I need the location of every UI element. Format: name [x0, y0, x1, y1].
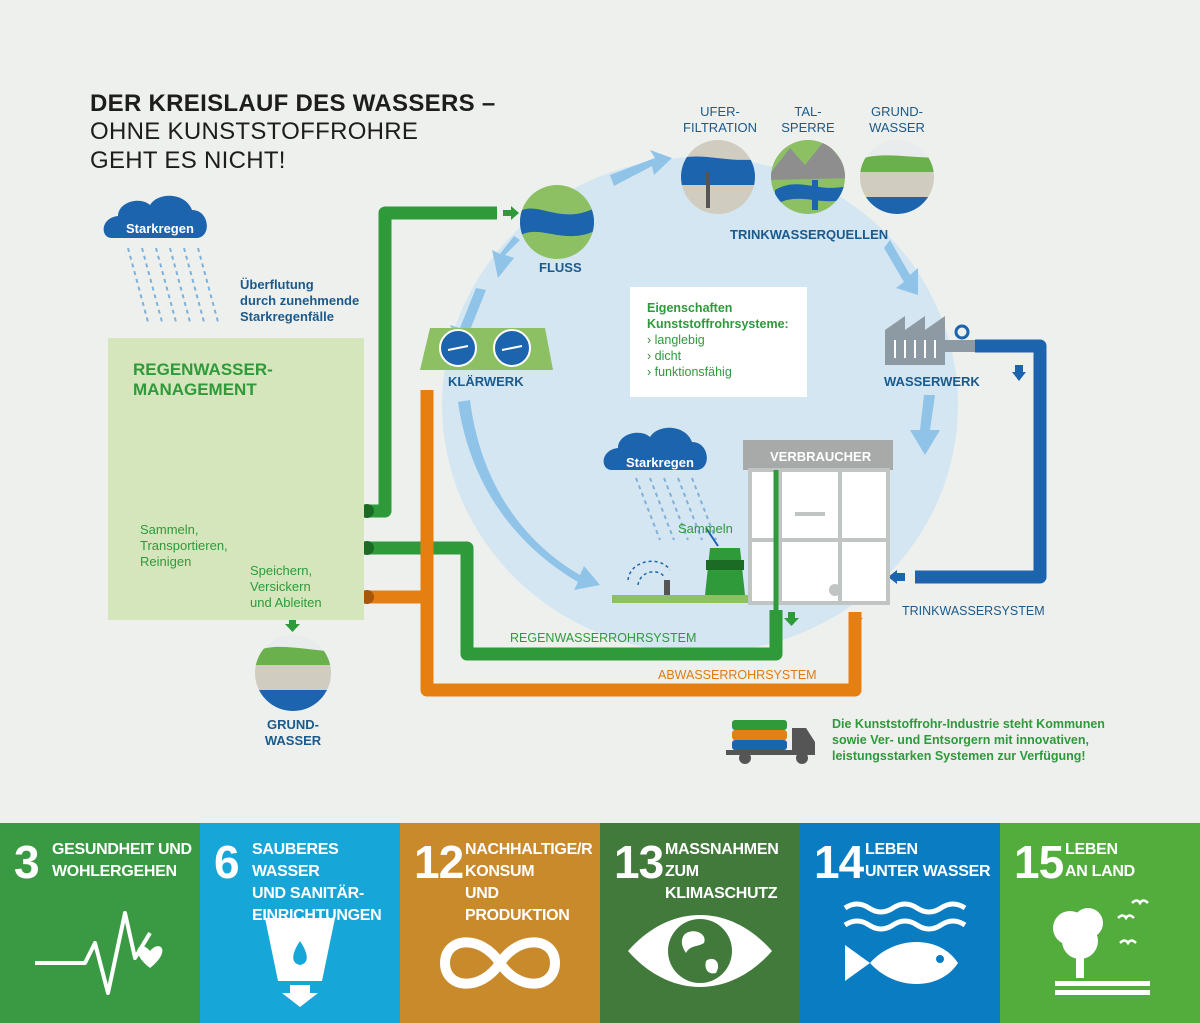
label-starkregen-left: Starkregen — [126, 221, 194, 236]
sdg-number: 15 — [1014, 836, 1064, 888]
title-line-2: OHNE KUNSTSTOFFROHRE — [90, 118, 419, 145]
infinity-icon — [439, 937, 561, 989]
truck-statement: Die Kunststoffrohr-Industrie steht Kommu… — [832, 717, 1105, 763]
lawn — [612, 595, 757, 603]
sdg-number: 6 — [214, 836, 240, 888]
label-talsperre: TAL-SPERRE — [781, 104, 835, 135]
rain-left-icon — [127, 247, 219, 323]
cycle-arrow-right-bottom — [910, 395, 940, 455]
cycle-arrows — [450, 150, 940, 590]
groundwater-top-icon — [860, 140, 934, 214]
rain-tank-icon — [705, 527, 745, 595]
sprinkler-icon — [627, 560, 671, 586]
label-sammeln: Sammeln,Transportieren,Reinigen — [140, 522, 228, 569]
dam-icon — [771, 140, 845, 214]
green-arrow-down-house — [784, 612, 799, 626]
green-pipe-to-river — [367, 206, 497, 518]
properties-box — [630, 287, 807, 397]
green-pipe-rain — [367, 541, 783, 661]
green-arrow-river — [503, 206, 519, 220]
riverbank-filtration-icon — [681, 140, 755, 214]
rainwater-management-box — [108, 338, 364, 620]
label-trinkwasserquellen: TRINKWASSERQUELLEN — [730, 227, 889, 242]
sdg-number: 3 — [14, 836, 40, 888]
label-sammeln-right: Sammeln — [678, 521, 733, 536]
property-item: › langlebig — [647, 333, 705, 347]
label-starkregen-right: Starkregen — [626, 455, 694, 470]
label-verbraucher: VERBRAUCHER — [770, 449, 872, 464]
title-line-3: GEHT ES NICHT! — [90, 147, 286, 174]
river-icon — [520, 185, 594, 259]
label-wasserwerk: WASSERWERK — [884, 374, 980, 389]
truck-icon — [726, 720, 815, 764]
cycle-arrow-top — [610, 150, 672, 186]
property-item: › funktionsfähig — [647, 365, 732, 379]
label-grundwasser-bottom: GRUND-WASSER — [264, 717, 322, 748]
property-item: › dicht — [647, 349, 682, 363]
tree-birds-icon — [1053, 899, 1150, 995]
blue-pipe — [915, 339, 1047, 584]
label-trinkwassersystem: TRINKWASSERSYSTEM — [902, 604, 1045, 618]
blue-pipe-arrow-left — [888, 570, 905, 584]
rain-right-icon — [635, 477, 717, 541]
label-grundwasser-top: GRUND-WASSER — [869, 104, 925, 135]
label-regenwasserrohrsystem: REGENWASSERROHRSYSTEM — [510, 631, 697, 645]
label-klaerwerk: KLÄRWERK — [448, 374, 524, 389]
sdg-number: 14 — [814, 836, 864, 888]
groundwater-bottom-icon — [255, 635, 331, 711]
heartbeat-icon — [35, 911, 163, 995]
eye-globe-icon — [628, 915, 772, 987]
cycle-arrow-left-bottom — [458, 400, 600, 590]
orange-pipe — [367, 390, 862, 697]
title-line-1: DER KREISLAUF DES WASSERS – — [90, 90, 496, 117]
blue-pipe-arrow-down — [1012, 365, 1026, 381]
green-arrow-down-groundwater — [285, 618, 300, 632]
cloud-left-icon — [103, 195, 207, 238]
orange-arrow-down — [848, 612, 863, 626]
fish-icon — [843, 901, 967, 984]
label-mgmt-title: REGENWASSER-MANAGEMENT — [133, 360, 273, 399]
house-icon — [743, 440, 893, 610]
sewage-plant-icon — [420, 328, 553, 370]
waterworks-icon — [885, 316, 975, 365]
sdg-number: 12 — [414, 836, 464, 888]
cycle-arrow-left-top — [492, 236, 520, 278]
cycle-arrow-right-top — [884, 240, 918, 295]
cloud-right-icon — [603, 427, 707, 470]
label-abwasserrohrsystem: ABWASSERROHRSYSTEM — [658, 668, 817, 682]
label-fluss: FLUSS — [539, 260, 582, 275]
label-uferfiltration: UFER-FILTRATION — [683, 104, 757, 135]
water-glass-icon — [265, 918, 335, 1007]
sdg-number: 13 — [614, 836, 664, 888]
